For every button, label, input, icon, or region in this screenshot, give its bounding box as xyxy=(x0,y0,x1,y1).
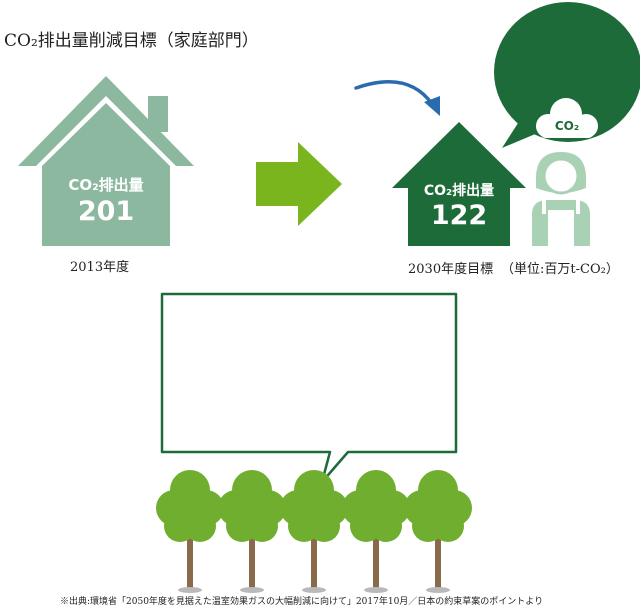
curved-arrow xyxy=(354,80,440,116)
house-2030-year: 2030年度目標 xyxy=(408,262,494,277)
co2-cloud-icon xyxy=(536,98,598,138)
tree-row xyxy=(156,470,472,593)
house-2013-label: CO₂排出量 xyxy=(68,176,144,194)
house-2030-label: CO₂排出量 xyxy=(423,183,495,199)
tree-4 xyxy=(342,470,410,593)
person-icon xyxy=(532,152,590,246)
house-2030-value: 122 xyxy=(430,200,488,231)
house-2013-year: 2013年度 xyxy=(70,260,130,275)
thought-bubble xyxy=(494,2,640,148)
house-2030 xyxy=(392,122,526,246)
empty-speech-box xyxy=(160,292,458,484)
tree-5 xyxy=(404,470,472,593)
green-right-arrow xyxy=(256,142,342,226)
house-2013 xyxy=(18,76,194,246)
house-2013-value: 201 xyxy=(77,196,135,227)
unit-label: （単位:百万t-CO₂） xyxy=(501,262,619,277)
tree-1 xyxy=(156,470,224,593)
co2-cloud-label: CO₂ xyxy=(554,119,580,133)
tree-3 xyxy=(280,470,348,593)
page-title: CO₂排出量削減目標（家庭部門） xyxy=(4,31,259,51)
tree-2 xyxy=(218,470,286,593)
source-note: ※出典:環境省「2050年度を見据えた温室効果ガスの大幅削減に向けて」2017年… xyxy=(60,597,544,607)
